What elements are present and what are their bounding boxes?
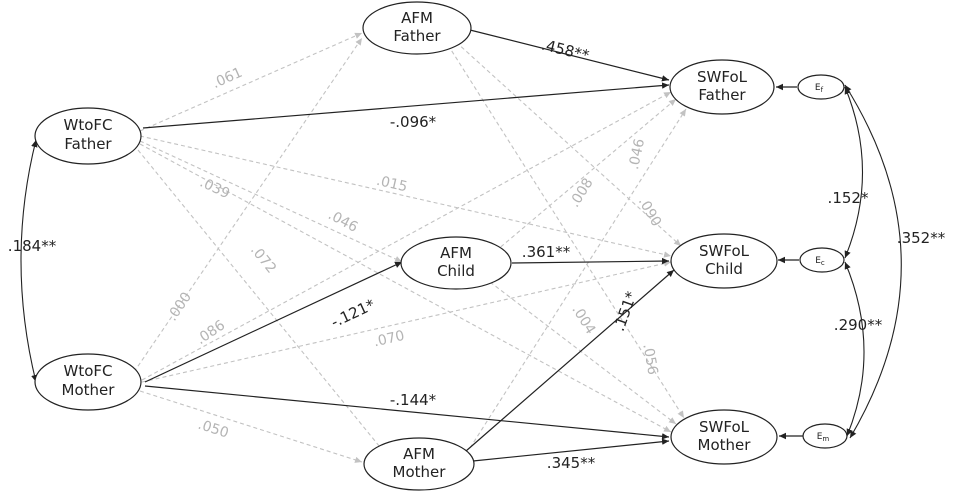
coef-wtofc-father-afm-father: .061 [210,65,245,92]
covariance-curves [20,84,902,439]
coef-wtofc-father-afm-mother: .072 [247,242,279,276]
coef-afm-child-swfol-father: .008 [567,175,597,210]
coef-afm-father-swfol-father: .458** [540,36,592,65]
coef-wtofc-mother-swfol-mother: -.144* [390,391,437,409]
svg-text:Ec: Ec [815,256,825,267]
coef-afm-child-swfol-child: .361** [522,243,571,261]
node-wtofc-father: WtoFC Father [34,107,142,165]
cov-wtofc [20,139,38,383]
path-afm-child-to-swfol-child [511,257,670,265]
node-swfol-child-line2: Child [705,260,743,278]
cov-err-child-mother [844,261,865,437]
err-child-sub: c [821,259,825,267]
err-child-base: E [815,256,821,266]
svg-text:Ef: Ef [815,83,824,94]
err-mother-base: E [817,432,823,442]
coef-wtofc-father-swfol-father: -.096* [390,113,437,131]
path-wtofc-father-to-swfol-mother [139,143,672,433]
path-wtofc-father-to-swfol-father [142,82,670,129]
path-afm-mother-to-swfol-mother [472,438,670,462]
coef-afm-mother-swfol-child: .151* [610,289,641,334]
node-afm-father: AFM Father [362,1,472,55]
path-afm-mother-to-swfol-child [465,269,675,452]
node-swfol-mother-line1: SWFoL [699,418,750,436]
coef-afm-child-swfol-mother: .004 [568,302,598,337]
significant-paths [142,29,675,462]
node-wtofc-father-line2: Father [64,135,112,153]
node-afm-mother: AFM Mother [363,437,475,491]
cov-label-err-child-mother: .290** [834,316,883,334]
node-wtofc-mother: WtoFC Mother [34,353,142,411]
node-afm-child-line1: AFM [440,244,472,262]
cov-err-father-child [844,86,864,259]
path-wtofc-father-to-afm-mother [137,149,385,453]
cov-label-err-father-child: .152* [828,189,869,207]
path-afm-child-to-swfol-father [489,98,677,257]
node-afm-mother-line2: Mother [393,463,447,481]
path-wtofc-mother-to-afm-father [133,37,363,373]
path-wtofc-mother-to-swfol-mother [144,385,670,440]
error-term-mother: Em [802,423,848,449]
coef-wtofc-father-swfol-child: .015 [375,173,409,196]
node-wtofc-mother-line2: Mother [62,381,116,399]
coef-wtofc-father-afm-child: .039 [197,175,232,203]
coef-wtofc-mother-afm-child: -.121* [328,295,378,331]
node-afm-mother-line1: AFM [403,445,435,463]
node-afm-child: AFM Child [400,236,512,290]
err-father-base: E [815,83,821,93]
node-afm-child-line2: Child [437,262,475,280]
node-swfol-child: SWFoL Child [670,233,778,289]
coef-afm-father-swfol-child: .090 [635,195,664,230]
path-wtofc-mother-to-swfol-father [141,91,672,381]
node-swfol-mother: SWFoL Mother [670,409,778,465]
covariance-labels: .184** .152* .290** .352** [8,189,946,334]
path-wtofc-father-to-afm-child [139,140,403,263]
cov-label-wtofc: .184** [8,237,57,255]
coef-afm-mother-swfol-mother: .345** [547,454,596,472]
node-swfol-father-line2: Father [698,86,746,104]
path-afm-father-to-swfol-child [455,41,682,247]
cov-label-err-father-mother: .352** [897,229,946,247]
nonsignificant-paths [133,32,687,463]
node-wtofc-mother-line1: WtoFC [64,362,113,380]
node-swfol-child-line1: SWFoL [699,242,750,260]
node-swfol-father: SWFoL Father [669,59,775,115]
coef-wtofc-father-swfol-mother: .046 [325,207,360,236]
path-afm-father-to-swfol-father [469,29,670,82]
path-afm-father-to-swfol-mother [447,44,685,419]
err-father-sub: f [821,86,824,94]
coef-afm-mother-swfol-father: .046 [626,137,648,171]
node-afm-father-line2: Father [393,27,441,45]
coef-wtofc-mother-afm-mother: .050 [196,417,231,442]
node-swfol-mother-line2: Mother [698,436,752,454]
node-swfol-father-line1: SWFoL [697,68,748,86]
coef-wtofc-mother-afm-father: .000 [164,289,195,324]
coef-afm-father-swfol-mother: .056 [639,343,660,377]
coef-wtofc-mother-swfol-child: .070 [372,328,406,351]
path-wtofc-father-to-afm-father [139,32,363,132]
node-wtofc-father-line1: WtoFC [64,116,113,134]
error-arrows [776,83,803,440]
path-wtofc-mother-to-afm-child [144,261,403,383]
error-term-child: Ec [799,247,845,273]
error-term-father: Ef [797,74,845,100]
coef-wtofc-mother-afm-mother-mid: .086 [193,317,228,348]
cov-err-father-mother [844,84,902,439]
svg-text:Em: Em [817,432,830,443]
node-afm-father-line1: AFM [401,9,433,27]
path-afm-mother-to-swfol-father [469,108,687,449]
err-mother-sub: m [822,435,829,443]
path-wtofc-mother-to-afm-mother [139,390,363,463]
